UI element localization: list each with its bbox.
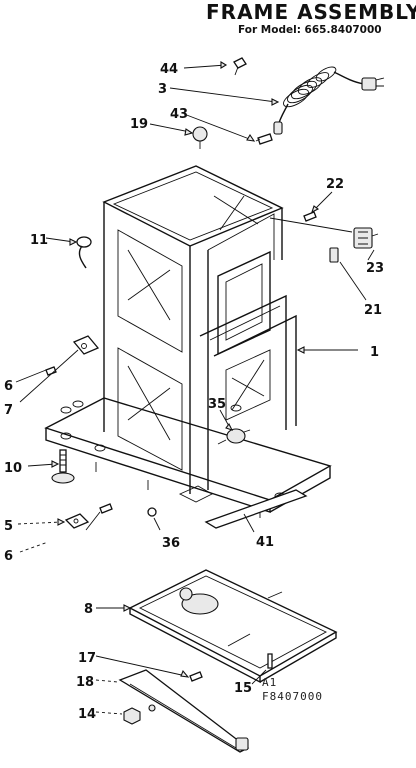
part-6-screw-lower (99, 503, 113, 514)
part-43-strain-relief (255, 133, 273, 145)
leader-6a (15, 369, 47, 383)
arrow-5 (57, 518, 66, 526)
part-22-screw (303, 211, 317, 222)
drawing-code-line2: F8407000 (262, 690, 323, 703)
leader-11 (45, 237, 75, 243)
leader-22 (313, 191, 333, 211)
arrow-1 (296, 346, 305, 354)
leader-6b-tail (85, 511, 101, 531)
part-36-washer (147, 507, 157, 517)
callout-17: 17 (78, 651, 96, 666)
switch-mount-line (269, 217, 353, 233)
callout-15: 15 (234, 681, 252, 696)
callout-22: 22 (326, 177, 344, 192)
part-7-bracket (72, 335, 100, 355)
leader-3 (169, 87, 277, 103)
part-5-clamp (64, 513, 90, 529)
callout-23: 23 (366, 261, 384, 276)
leader-6b (19, 541, 49, 553)
arrow-10 (51, 460, 60, 468)
callout-6-lower: 6 (4, 549, 13, 564)
main-frame (44, 165, 332, 518)
leader-44 (183, 64, 227, 69)
leader-14 (95, 711, 123, 715)
callout-1: 1 (370, 345, 379, 360)
arrow-17 (180, 669, 190, 678)
leader-19 (149, 123, 191, 133)
part-21-bracket (329, 247, 339, 263)
leader-23 (367, 249, 375, 261)
part-14-nut (123, 704, 156, 725)
arrow-35 (225, 422, 234, 431)
leader-15 (251, 669, 267, 685)
callout-3: 3 (158, 82, 167, 97)
part-44-screw (233, 57, 247, 76)
callout-21: 21 (364, 303, 382, 318)
arrow-8 (123, 604, 132, 612)
callout-14: 14 (78, 707, 96, 722)
callout-7: 7 (4, 403, 13, 418)
callout-41: 41 (256, 535, 274, 550)
callout-18: 18 (76, 675, 94, 690)
leader-41 (243, 513, 255, 533)
part-41-base-strip (204, 489, 308, 529)
leader-36 (153, 517, 161, 531)
part-19-knob (192, 126, 208, 149)
part-10-leveling-foot (51, 449, 75, 484)
leader-10 (27, 463, 57, 467)
callout-5: 5 (4, 519, 13, 534)
part-8-base-plate (128, 569, 338, 684)
part-35-capacitor (217, 428, 251, 445)
arrow-44 (220, 61, 228, 69)
arrow-19 (184, 128, 194, 136)
callout-10: 10 (4, 461, 22, 476)
leader-21 (339, 261, 367, 301)
arrow-3 (271, 98, 280, 106)
arrow-43 (246, 133, 256, 142)
part-18-retainer-strip (118, 669, 250, 753)
leader-17 (95, 655, 187, 677)
leader-43 (183, 113, 253, 141)
leader-5 (17, 521, 63, 525)
arrow-11 (69, 238, 78, 246)
part-23-switch (353, 227, 379, 249)
callout-35: 35 (208, 397, 226, 412)
callout-19: 19 (130, 117, 148, 132)
callout-43: 43 (170, 107, 188, 122)
leader-18 (95, 679, 119, 683)
callout-11: 11 (30, 233, 48, 248)
part-11-clip (76, 236, 92, 269)
callout-6-upper: 6 (4, 379, 13, 394)
callout-36: 36 (162, 536, 180, 551)
callout-8: 8 (84, 602, 93, 617)
model-subtitle: For Model: 665.8407000 (238, 24, 382, 36)
part-15-screw (267, 653, 273, 669)
part-3-power-cord (273, 66, 385, 135)
callout-44: 44 (160, 62, 178, 77)
part-6-screw-upper (45, 366, 57, 376)
part-17-screw (189, 671, 203, 682)
leader-7 (19, 349, 79, 403)
drawing-code-line1: A1 (262, 676, 278, 689)
arrow-22 (311, 205, 320, 214)
page-title: FRAME ASSEMBLY (206, 0, 416, 24)
